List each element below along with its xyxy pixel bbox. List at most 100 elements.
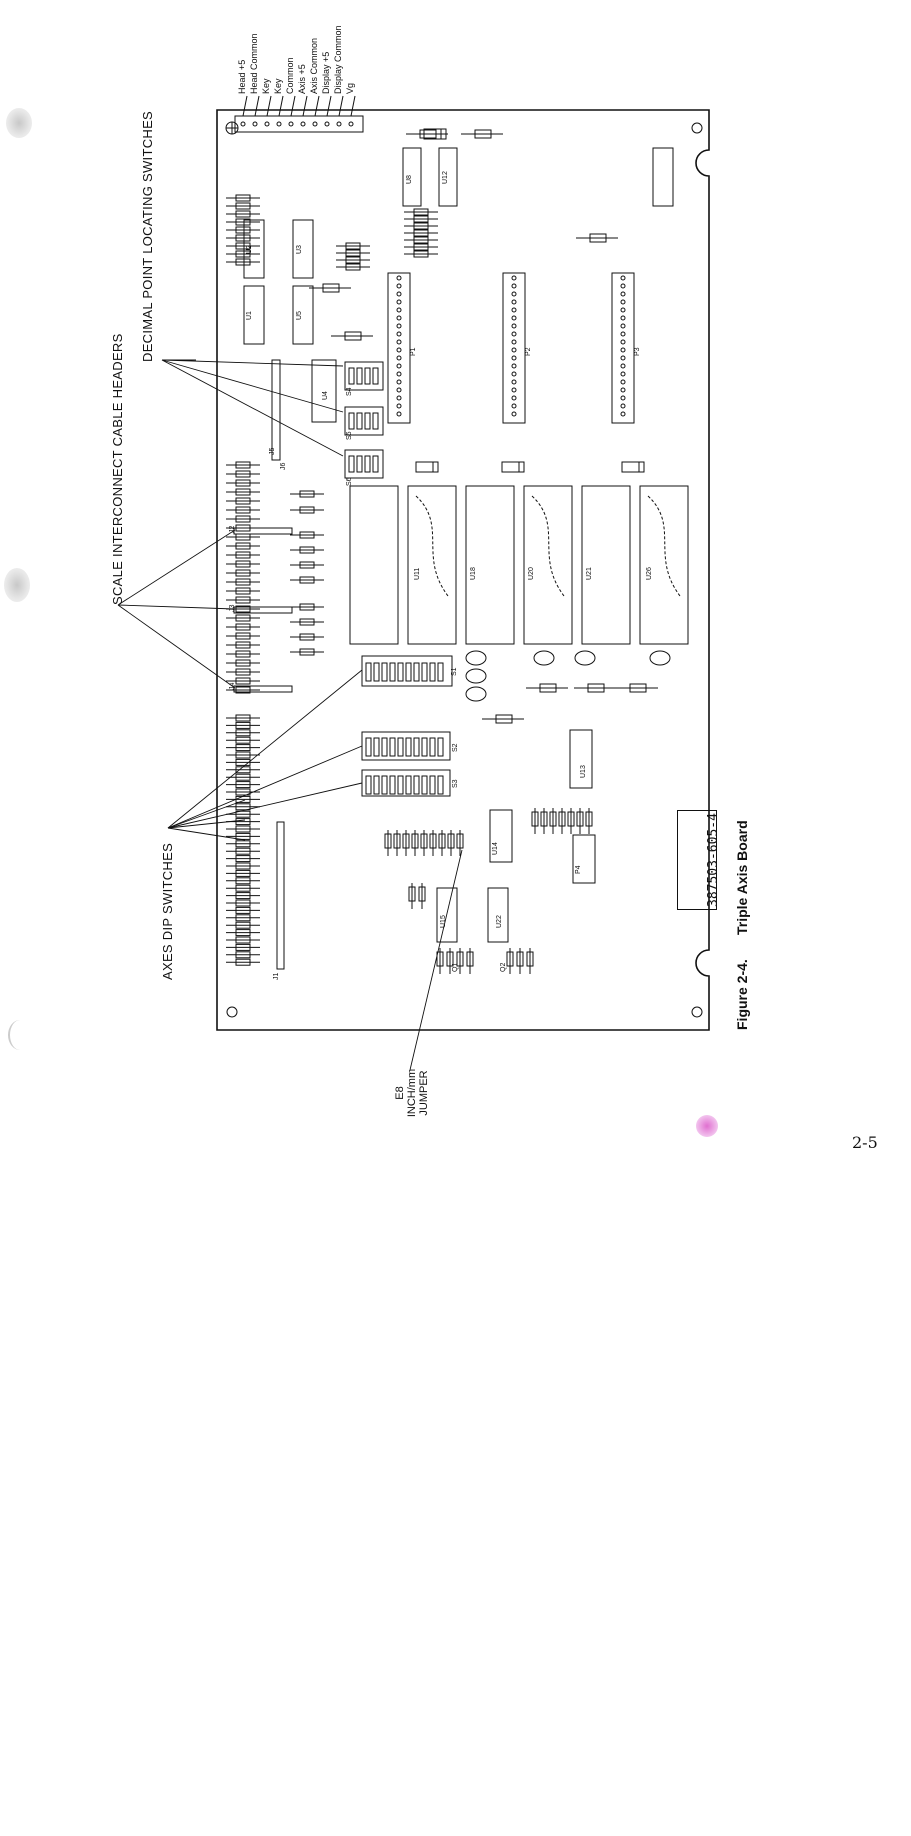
resistor	[235, 855, 251, 863]
connector-label: Axis Common	[309, 37, 319, 94]
socket-pin	[511, 307, 517, 313]
socket-pin	[511, 403, 517, 409]
dip-key	[348, 455, 355, 473]
connector-label: Display +5	[321, 51, 331, 94]
resistor	[438, 833, 446, 849]
connector-label: Vg	[345, 82, 355, 94]
long-dip-key	[397, 737, 404, 757]
resistor	[235, 596, 251, 604]
resistor	[235, 668, 251, 676]
inch-mm-jumper-callout: E8 INCH/mm JUMPER	[394, 1068, 430, 1118]
binder-hole-middle	[4, 568, 30, 602]
jumper-line-jumper: JUMPER	[418, 1070, 430, 1116]
socket-pin	[396, 283, 402, 289]
connector-label: Display Common	[333, 25, 343, 94]
long-dip-key	[397, 775, 404, 795]
resistor	[235, 488, 251, 496]
socket-pin	[511, 363, 517, 369]
resistor	[402, 833, 410, 849]
socket-pin	[620, 379, 626, 385]
resistor	[589, 233, 607, 243]
resistor	[235, 677, 251, 685]
board-designator-transistors: Q1	[452, 962, 459, 972]
socket-pin	[396, 347, 402, 353]
connector-pin	[348, 121, 354, 127]
dip-key	[348, 367, 355, 385]
socket-pin	[620, 283, 626, 289]
resistor	[235, 250, 251, 258]
board-designator-ics: U11	[414, 567, 421, 580]
board-designator-headers: J4	[229, 682, 236, 690]
resistor	[235, 614, 251, 622]
long-dip-key	[429, 775, 436, 795]
resistor	[474, 129, 492, 139]
resistor	[539, 683, 557, 693]
decimal-dip-switch	[344, 449, 384, 479]
socket-pin	[620, 323, 626, 329]
resistor	[299, 546, 315, 554]
axes-dip-switches-callout: AXES DIP SWITCHES	[160, 842, 175, 980]
page-number: 2-5	[852, 1133, 878, 1152]
resistor	[235, 258, 251, 266]
board-designator-dip-switches: S1	[451, 667, 458, 676]
resistor	[235, 744, 251, 752]
socket-marker	[531, 495, 565, 597]
resistor	[235, 729, 251, 737]
resistor	[235, 958, 251, 966]
resistor	[235, 506, 251, 514]
socket-pin	[511, 283, 517, 289]
resistor	[235, 914, 251, 922]
resistor	[235, 758, 251, 766]
resistor	[235, 877, 251, 885]
resistor	[418, 886, 426, 902]
resistor	[466, 951, 474, 967]
figure-title: Triple Axis Board	[734, 820, 750, 935]
long-dip-key	[437, 775, 444, 795]
jumper-line-e8: E8	[394, 1086, 406, 1100]
socket-pin	[620, 395, 626, 401]
long-dip-key	[373, 775, 380, 795]
resistor	[446, 951, 454, 967]
large-ic	[523, 485, 573, 645]
board-designator-ics: U21	[586, 567, 593, 580]
board-designator-dip-switches: S6	[346, 477, 353, 486]
long-dip-key	[413, 737, 420, 757]
connector-pin	[252, 121, 258, 127]
board-designator-ics: U15	[440, 915, 447, 928]
board-designator-sockets: P1	[410, 347, 417, 356]
resistor	[235, 899, 251, 907]
resistor	[235, 892, 251, 900]
resistor	[235, 929, 251, 937]
resistor	[413, 250, 429, 258]
board-designator-ics: U5	[296, 311, 303, 320]
resistor	[235, 202, 251, 210]
socket-pin	[620, 315, 626, 321]
connector-lead	[254, 95, 260, 117]
long-dip-key	[381, 737, 388, 757]
socket-pin	[511, 291, 517, 297]
dip-key	[364, 412, 371, 430]
socket-pin	[511, 387, 517, 393]
board-designator-headers: J5	[269, 447, 276, 455]
connector-label: Key	[261, 78, 271, 94]
resistor	[420, 833, 428, 849]
board-designator-dip-switches: S5	[346, 431, 353, 440]
resistor	[558, 811, 566, 827]
resistor	[235, 951, 251, 959]
resistor	[576, 811, 584, 827]
board-designator-ics: U14	[492, 842, 499, 855]
resistor	[235, 210, 251, 218]
resistor	[322, 283, 340, 293]
diode	[621, 461, 645, 473]
resistor	[408, 886, 416, 902]
resistor	[344, 331, 362, 341]
long-dip-key	[365, 662, 372, 682]
resistor	[235, 721, 251, 729]
long-dip-key	[421, 662, 428, 682]
resistor	[429, 833, 437, 849]
long-dip-key	[405, 775, 412, 795]
long-dip-key	[381, 775, 388, 795]
resistor	[235, 470, 251, 478]
resistor	[235, 736, 251, 744]
resistor	[235, 803, 251, 811]
